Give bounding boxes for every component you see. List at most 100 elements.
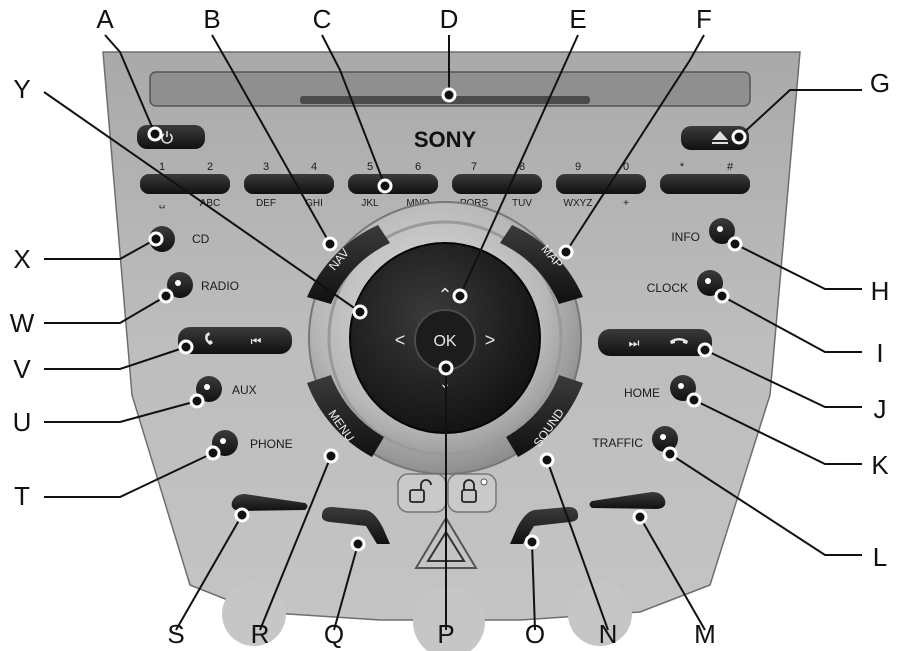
callout-w: W (10, 308, 35, 338)
traffic-button-light (660, 434, 666, 440)
callout-h: H (871, 276, 890, 306)
phone-label: PHONE (250, 437, 293, 451)
preset-key-3[interactable] (348, 174, 438, 194)
unlock-button[interactable] (397, 473, 447, 513)
aux-button-light (204, 384, 210, 390)
callout-a: A (96, 4, 114, 34)
callout-l: L (873, 542, 887, 572)
clock-button-light (705, 278, 711, 284)
callout-e: E (569, 4, 586, 34)
arrow-up-icon[interactable]: ⌃ (437, 285, 452, 305)
preset-key-number: 1 (159, 161, 165, 173)
radio-label: RADIO (201, 279, 239, 293)
callout-o: O (525, 619, 545, 649)
callout-m: M (694, 619, 716, 649)
callout-n: N (599, 619, 618, 649)
preset-key-2[interactable] (244, 174, 334, 194)
preset-key-number: 5 (367, 161, 373, 173)
callout-k: K (871, 450, 889, 480)
callout-u: U (13, 407, 32, 437)
preset-key-letters: + (623, 198, 629, 209)
callout-s: S (167, 619, 184, 649)
preset-key-letters: DEF (256, 198, 276, 209)
preset-key-letters: ABC (200, 198, 221, 209)
preset-key-number: 8 (519, 161, 525, 173)
menu-button[interactable] (307, 375, 384, 457)
map-button[interactable] (500, 225, 583, 304)
soft-button-far-right[interactable] (589, 492, 666, 509)
traffic-label: TRAFFIC (592, 436, 643, 450)
preset-key-letters: GHI (305, 198, 323, 209)
callout-v: V (13, 354, 31, 384)
power-icon (161, 131, 173, 144)
callout-p: P (437, 619, 454, 649)
lock-button[interactable] (447, 473, 497, 513)
radio-button-light (175, 280, 181, 286)
eject-icon (712, 131, 728, 144)
info-button-light (717, 226, 723, 232)
brand-logo: SONY (414, 127, 477, 152)
lock-indicator-light (480, 478, 488, 486)
call-prev-button[interactable] (178, 327, 292, 354)
preset-key-6[interactable] (660, 174, 750, 194)
preset-key-5[interactable] (556, 174, 646, 194)
callout-g: G (870, 68, 890, 98)
preset-key-letters: WXYZ (564, 198, 593, 209)
preset-key-number: 2 (207, 161, 213, 173)
callout-j: J (874, 394, 887, 424)
preset-key-letters: PQRS (460, 198, 489, 209)
power-button[interactable] (137, 125, 205, 149)
preset-key-4[interactable] (452, 174, 542, 194)
soft-button-far-left[interactable] (231, 494, 308, 511)
callout-t: T (14, 481, 30, 511)
preset-key-letters: ␣ (159, 198, 165, 209)
callout-r: R (251, 619, 270, 649)
callout-d: D (440, 4, 459, 34)
callout-b: B (203, 4, 220, 34)
sound-button[interactable] (506, 375, 583, 457)
preset-key-letters: TUV (512, 198, 532, 209)
preset-key-letters: MNO (406, 198, 430, 209)
home-label: HOME (624, 386, 660, 400)
nav-button[interactable] (307, 225, 390, 304)
panel-bump-center (413, 586, 485, 651)
preset-key-number: 3 (263, 161, 269, 173)
soft-button-left[interactable] (321, 507, 390, 544)
preset-key-number: * (680, 161, 685, 173)
arrow-left-icon[interactable]: < (395, 330, 406, 350)
callout-x: X (13, 244, 30, 274)
callout-dots (147, 87, 747, 552)
preset-key-number: # (727, 161, 734, 173)
ok-label: OK (433, 333, 456, 350)
home-button-light (678, 383, 684, 389)
panel-bump-left (222, 582, 286, 646)
preset-key-number: 4 (311, 161, 317, 173)
clock-label: CLOCK (647, 281, 688, 295)
callout-f: F (696, 4, 712, 34)
preset-key-letters: JKL (361, 198, 379, 209)
preset-key-number: 0 (623, 161, 629, 173)
panel-bump-right (568, 582, 632, 646)
preset-key-number: 9 (575, 161, 581, 173)
callout-i: I (876, 338, 883, 368)
callout-c: C (313, 4, 332, 34)
info-label: INFO (671, 230, 700, 244)
aux-label: AUX (232, 383, 257, 397)
preset-key-1[interactable] (140, 174, 230, 194)
next-track-icon: ⏭ (629, 336, 640, 350)
soft-button-right[interactable] (510, 507, 579, 544)
next-hangup-button[interactable] (598, 329, 712, 356)
phone-button-light (220, 438, 226, 444)
callout-q: Q (324, 619, 344, 649)
arrow-right-icon[interactable]: > (485, 330, 496, 350)
previous-track-icon: ⏮ (251, 334, 262, 348)
unlock-icon (409, 479, 432, 503)
phone-call-icon (205, 332, 213, 345)
preset-key-number: 6 (415, 161, 421, 173)
cd-label: CD (192, 232, 210, 246)
preset-key-number: 7 (471, 161, 477, 173)
phone-hangup-icon (670, 338, 688, 344)
